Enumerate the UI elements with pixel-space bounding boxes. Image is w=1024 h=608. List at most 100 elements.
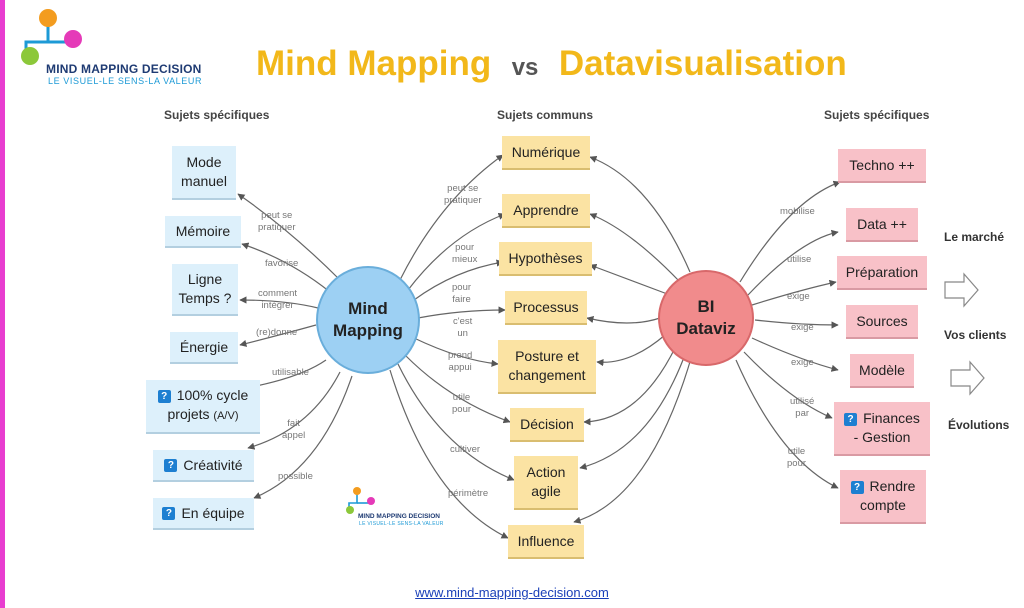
topic-text: Processus — [513, 298, 579, 315]
mind-mapping-line1: Mind — [348, 299, 388, 318]
watermark-name: MIND MAPPING DECISION — [358, 513, 440, 520]
topic-text: manuel — [181, 173, 227, 189]
title-left: Mind Mapping — [256, 44, 492, 83]
link-label: (re)donne — [256, 327, 298, 338]
topic-text: Temps ? — [178, 290, 232, 306]
topic-text: changement — [508, 367, 586, 383]
title-right: Datavisualisation — [558, 44, 847, 83]
topic-text: Sources — [856, 312, 908, 329]
link-label: exige — [791, 322, 814, 333]
side-label-evolutions: Évolutions — [948, 418, 1010, 432]
link-label: favorise — [265, 258, 299, 269]
bi-dataviz-node: BI Dataviz — [658, 270, 754, 366]
column-header-middle: Sujets communs — [497, 108, 594, 122]
logo-tagline: LE VISUEL-LE SENS-LA VALEUR — [48, 76, 203, 86]
topic-text: Mode — [186, 154, 222, 170]
topic-text: Énergie — [179, 338, 229, 355]
common-topic-posture: Posture et changement — [498, 340, 596, 394]
topic-text: Modèle — [859, 361, 905, 378]
topic-text: Hypothèses — [508, 249, 583, 266]
bi-line1: BI — [697, 297, 715, 316]
side-label-marche: Le marché — [944, 230, 1005, 244]
right-topic-data: Data ++ — [846, 208, 918, 242]
link-label: utilisable — [272, 367, 309, 378]
topic-text: Mémoire — [175, 222, 231, 239]
topic-suffix: (A/V) — [213, 410, 239, 422]
right-topic-techno: Techno ++ — [838, 149, 926, 183]
column-header-left: Sujets spécifiques — [164, 108, 270, 122]
left-topic-energie: Énergie — [170, 332, 238, 364]
mind-mapping-line2: Mapping — [333, 321, 403, 340]
bi-line2: Dataviz — [676, 319, 736, 338]
help-icon[interactable]: ? — [157, 389, 171, 403]
topic-text: En équipe — [181, 504, 245, 521]
left-topic-en-equipe: ? En équipe — [153, 498, 254, 530]
logo-name: MIND MAPPING DECISION — [46, 62, 202, 76]
brand-logo: MIND MAPPING DECISION LE VISUEL-LE SENS-… — [18, 6, 218, 88]
title-vs: vs — [511, 54, 539, 81]
topic-text: Numérique — [511, 143, 581, 160]
logo-mark-icon — [346, 487, 375, 514]
link-label: périmètre — [448, 488, 489, 499]
right-topic-sources: Sources — [846, 305, 918, 339]
watermark-tagline: LE VISUEL-LE SENS-LA VALEUR — [359, 521, 444, 527]
website-link[interactable]: www.mind-mapping-decision.com — [415, 585, 609, 600]
help-icon[interactable]: ? — [850, 480, 864, 494]
side-label-clients: Vos clients — [944, 328, 1007, 342]
common-topic-numerique: Numérique — [502, 136, 590, 170]
left-topic-mode-manuel: Mode manuel — [172, 146, 236, 200]
topic-text: Data ++ — [857, 215, 907, 232]
link-label: exige — [787, 291, 810, 302]
column-header-right: Sujets spécifiques — [824, 108, 930, 122]
topic-text: Créativité — [183, 456, 243, 473]
left-topic-memoire: Mémoire — [165, 216, 241, 248]
link-label: utilise — [787, 254, 812, 265]
right-topic-finances: ?Finances- Gestion — [834, 402, 930, 456]
frame-accent-bar — [0, 0, 5, 608]
right-topic-preparation: Préparation — [837, 256, 927, 290]
topic-text: Influence — [517, 532, 575, 549]
common-topic-apprendre: Apprendre — [502, 194, 590, 228]
common-topic-action-agile: Action agile — [514, 456, 578, 510]
topic-text: Apprendre — [513, 201, 579, 218]
topic-text: compte — [860, 497, 906, 513]
topic-text: Ligne — [187, 271, 223, 287]
page-title: Mind Mapping vs Datavisualisation — [256, 44, 847, 84]
arrow-right-icon — [950, 360, 985, 396]
topic-text: Posture et — [515, 348, 579, 364]
help-icon[interactable]: ? — [164, 459, 178, 473]
watermark-logo: MIND MAPPING DECISION LE VISUEL-LE SENS-… — [344, 486, 454, 530]
right-topic-modele: Modèle — [850, 354, 914, 388]
help-icon[interactable]: ? — [162, 507, 176, 521]
topic-text: agile — [531, 483, 561, 499]
left-topic-creativite: ? Créativité — [153, 450, 254, 482]
common-topic-decision: Décision — [510, 408, 584, 442]
topic-text: Rendre — [869, 478, 916, 494]
topic-text: projets — [167, 406, 210, 422]
topic-text: Finances — [863, 410, 920, 426]
topic-text: 100% cycle — [176, 387, 249, 403]
common-topic-influence: Influence — [508, 525, 584, 559]
topic-text: Techno ++ — [849, 156, 915, 173]
topic-text: Action — [526, 464, 566, 480]
help-icon[interactable]: ? — [844, 412, 858, 426]
arrow-right-icon — [944, 272, 979, 308]
common-topic-hypotheses: Hypothèses — [499, 242, 592, 276]
left-topic-cycle-projets: ? 100% cycle projets (A/V) — [146, 380, 260, 434]
link-label: possible — [278, 471, 313, 482]
link-label: cultiver — [450, 444, 481, 455]
